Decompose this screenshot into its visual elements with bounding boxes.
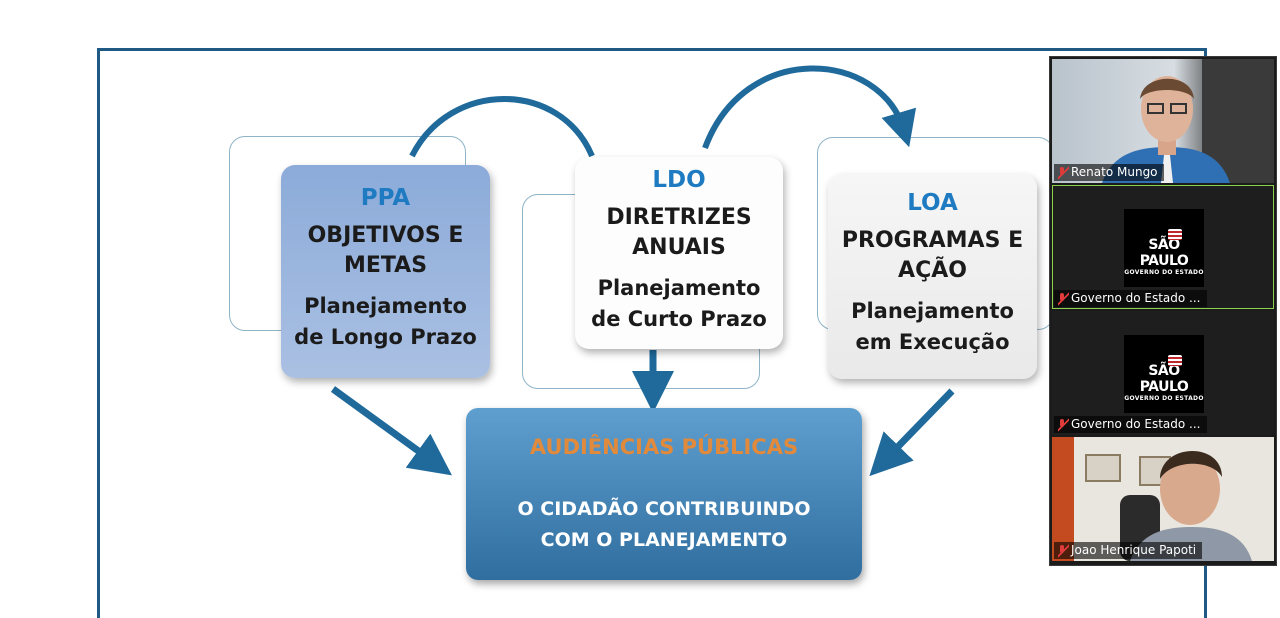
audience-line2: COM O PLANEJAMENTO <box>540 529 788 551</box>
ldo-title-line2: ANUAIS <box>632 235 726 260</box>
participant-gallery: Renato Mungo SÃO PAULO GOVERNO DO ESTADO… <box>1049 56 1277 566</box>
public-hearings-box: AUDIÊNCIAS PÚBLICAS O CIDADÃO CONTRIBUIN… <box>466 408 862 580</box>
participant-tile-joao[interactable]: Joao Henrique Papoti <box>1052 437 1274 561</box>
sao-paulo-logo: SÃO PAULO GOVERNO DO ESTADO <box>1124 335 1204 413</box>
muted-mic-icon <box>1058 417 1069 432</box>
muted-mic-icon <box>1058 291 1069 306</box>
ldo-title-line1: DIRETRIZES <box>606 205 752 230</box>
joao-name-tag: Joao Henrique Papoti <box>1054 542 1203 559</box>
logo-line2: GOVERNO DO ESTADO <box>1124 269 1204 276</box>
ldo-code: LDO <box>652 167 706 193</box>
participant-name: Renato Mungo <box>1071 165 1158 179</box>
ppa-title-line1: OBJETIVOS E <box>307 223 464 248</box>
participant-tile-renato[interactable]: Renato Mungo <box>1052 59 1274 183</box>
renato-name-tag: Renato Mungo <box>1054 164 1164 181</box>
audience-title: AUDIÊNCIAS PÚBLICAS <box>529 435 799 459</box>
participant-name: Joao Henrique Papoti <box>1071 543 1197 557</box>
logo-line1: SÃO PAULO <box>1139 237 1189 269</box>
ppa-code: PPA <box>360 185 411 211</box>
muted-mic-icon <box>1058 165 1069 180</box>
participant-tile-governo-1[interactable]: SÃO PAULO GOVERNO DO ESTADO Governo do E… <box>1052 185 1274 309</box>
ldo-sub-line2: de Curto Prazo <box>591 307 767 331</box>
loa-title-line2: AÇÃO <box>898 258 967 283</box>
participant-tile-governo-2[interactable]: SÃO PAULO GOVERNO DO ESTADO Governo do E… <box>1052 311 1274 435</box>
participant-name: Governo do Estado ... <box>1071 417 1201 431</box>
ppa-sub-line1: Planejamento <box>304 294 467 318</box>
governo-1-name-tag: Governo do Estado ... <box>1054 290 1207 307</box>
loa-card: LOA PROGRAMAS E AÇÃO Planejamento em Exe… <box>828 174 1037 379</box>
ppa-title-line2: METAS <box>343 253 428 278</box>
flag-icon <box>1168 229 1182 240</box>
loa-sub-line2: em Execução <box>855 330 1010 354</box>
loa-sub-line1: Planejamento <box>851 299 1014 323</box>
ppa-card: PPA OBJETIVOS E METAS Planejamento de Lo… <box>281 165 490 378</box>
sao-paulo-logo: SÃO PAULO GOVERNO DO ESTADO <box>1124 209 1204 287</box>
participant-name: Governo do Estado ... <box>1071 291 1201 305</box>
loa-title-line1: PROGRAMAS E <box>841 228 1024 253</box>
logo-line2: GOVERNO DO ESTADO <box>1124 395 1204 402</box>
muted-mic-icon <box>1058 543 1069 558</box>
governo-2-name-tag: Governo do Estado ... <box>1054 416 1207 433</box>
flag-icon <box>1168 355 1182 366</box>
loa-code: LOA <box>907 190 958 216</box>
ldo-card: LDO DIRETRIZES ANUAIS Planejamento de Cu… <box>575 157 783 349</box>
logo-line1: SÃO PAULO <box>1139 363 1189 395</box>
audience-line1: O CIDADÃO CONTRIBUINDO <box>517 498 811 520</box>
ppa-sub-line2: de Longo Prazo <box>294 325 477 349</box>
ldo-sub-line1: Planejamento <box>597 276 761 300</box>
